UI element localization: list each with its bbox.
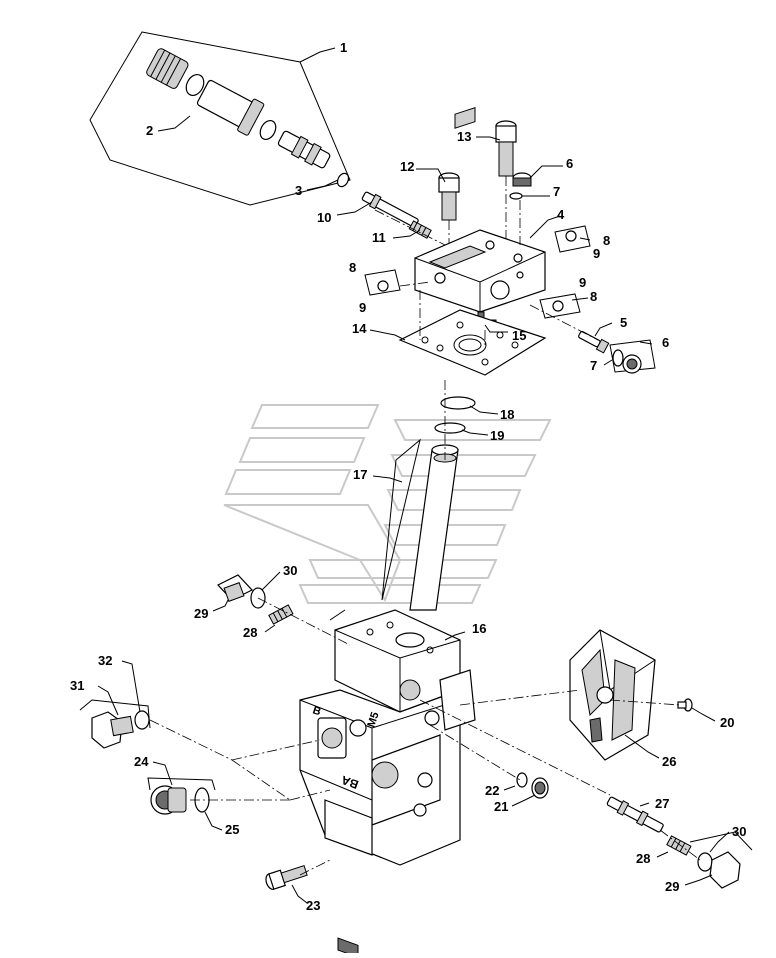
- assembly-centerlines: [149, 200, 701, 876]
- callout-20: 20: [720, 715, 734, 730]
- callout-5: 5: [620, 315, 627, 330]
- callout-32: 32: [98, 653, 112, 668]
- callout-26: 26: [662, 754, 676, 769]
- part-29-plug-right: [709, 851, 741, 889]
- callout-15: 15: [512, 328, 526, 343]
- callout-9b: 9: [359, 300, 366, 315]
- part-5-plunger: [578, 330, 610, 354]
- part-30-oring-right: [689, 831, 753, 872]
- part-19-ring: [434, 422, 466, 434]
- part-16-markings: B M5 BA: [311, 704, 382, 791]
- part-26-end-cover: [569, 629, 656, 761]
- callout-21: 21: [494, 799, 508, 814]
- callout-2: 2: [146, 123, 153, 138]
- part-6-plug-top: [509, 172, 532, 200]
- part-29-plug-left: [217, 574, 253, 602]
- callout-12: 12: [400, 159, 414, 174]
- callout-8c: 8: [590, 289, 597, 304]
- part-6-plug-right: [609, 339, 656, 374]
- part-10-stem: [361, 191, 419, 228]
- watermark-logo: [223, 404, 552, 604]
- callout-16: 16: [472, 621, 486, 636]
- callout-25: 25: [225, 822, 239, 837]
- part-13-bolt: [495, 120, 517, 240]
- part-2-solenoid: [146, 48, 350, 188]
- part-8-plug-right: [539, 293, 581, 319]
- callout-18: 18: [500, 407, 514, 422]
- callout-29b: 29: [665, 879, 679, 894]
- part-14-gasket: [398, 309, 547, 376]
- callout-3: 3: [295, 183, 302, 198]
- callout-30a: 30: [283, 563, 297, 578]
- callout-22: 22: [485, 783, 499, 798]
- callout-8a: 8: [603, 233, 610, 248]
- callout-13: 13: [457, 129, 471, 144]
- part-32-oring: [134, 710, 150, 730]
- part-24-plug: [147, 777, 216, 815]
- callout-24: 24: [134, 754, 149, 769]
- callout-28a: 28: [243, 625, 257, 640]
- part-4-cover-block: [414, 107, 546, 313]
- part-20-screw: [677, 698, 693, 712]
- callout-14: 14: [352, 321, 367, 336]
- leader-lines: [97, 47, 730, 904]
- part-11-spring: [408, 220, 432, 239]
- part-31-plug: [79, 699, 151, 749]
- callout-27: 27: [655, 796, 669, 811]
- callout-7a: 7: [553, 184, 560, 199]
- callout-19: 19: [490, 428, 504, 443]
- callout-9a: 9: [593, 246, 600, 261]
- callout-23: 23: [306, 898, 320, 913]
- part-8-plug-left: [364, 269, 401, 296]
- marking-b: B: [311, 704, 322, 718]
- callout-29a: 29: [194, 606, 208, 621]
- marking-m5: M5: [365, 711, 381, 729]
- callout-4: 4: [557, 207, 565, 222]
- callout-17: 17: [353, 467, 367, 482]
- callout-8b: 8: [349, 260, 356, 275]
- callout-30b: 30: [732, 824, 746, 839]
- callout-6a: 6: [566, 156, 573, 171]
- marking-ba: BA: [339, 773, 360, 792]
- part-23-bolt: [265, 865, 308, 890]
- callout-10: 10: [317, 210, 331, 225]
- callout-11: 11: [372, 230, 386, 245]
- callout-7b: 7: [590, 358, 597, 373]
- part-28-spring-left: [268, 604, 294, 625]
- callout-labels: 1 2 3 4 5 6 6 7 7 8 8 8 9 9 9 10 11 12 1…: [70, 40, 746, 913]
- part-16-valve-body: [299, 609, 476, 958]
- part-1-boundary: [89, 31, 351, 206]
- callout-28b: 28: [636, 851, 650, 866]
- part-28-spring-right: [666, 835, 692, 856]
- callout-9c: 9: [579, 275, 586, 290]
- part-8-plug-right-top: [554, 225, 591, 253]
- callout-31: 31: [70, 678, 84, 693]
- callout-1: 1: [340, 40, 347, 55]
- part-18-ring: [440, 396, 476, 410]
- part-21-plug: [531, 777, 549, 799]
- part-7-oring-right: [612, 349, 624, 367]
- callout-6b: 6: [662, 335, 669, 350]
- part-22-oring: [516, 772, 528, 788]
- part-27-stem: [606, 796, 664, 833]
